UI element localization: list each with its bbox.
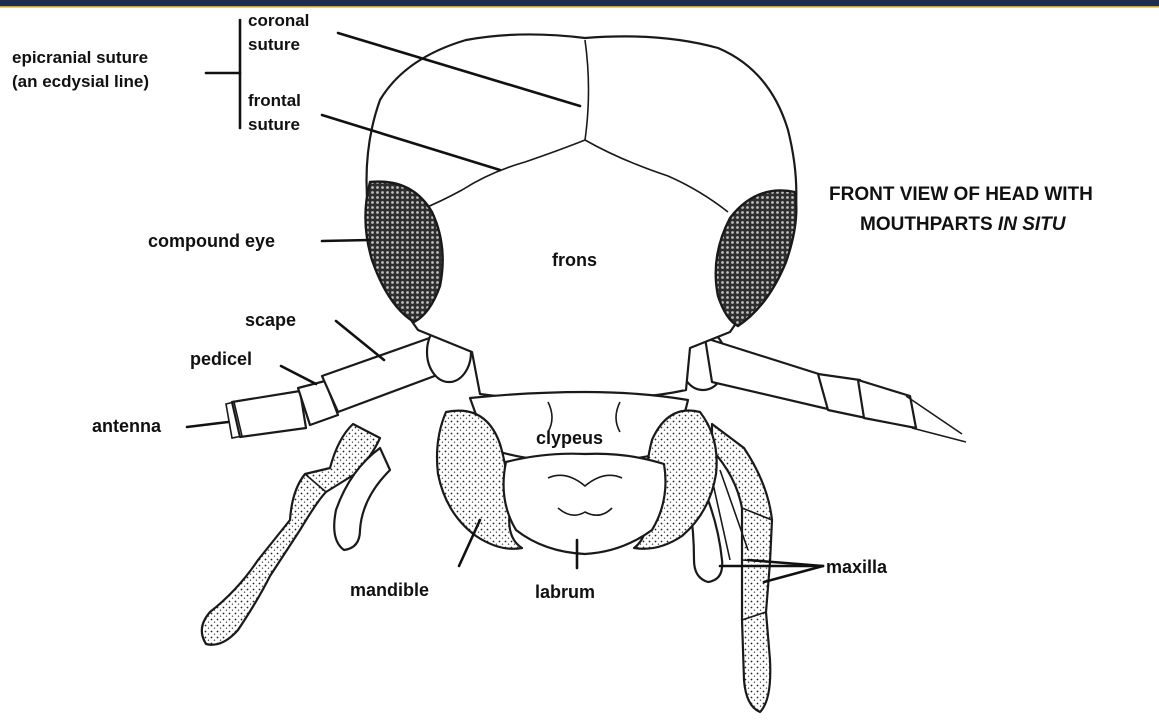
label-compound-eye: compound eye	[148, 231, 275, 251]
title-line2: MOUTHPARTS IN SITU	[860, 214, 1067, 235]
top-bar	[0, 0, 1159, 6]
label-frontal-line2: suture	[248, 115, 300, 134]
left-antenna	[226, 322, 471, 438]
label-scape: scape	[245, 310, 296, 330]
label-labrum: labrum	[535, 582, 595, 602]
label-frons: frons	[552, 250, 597, 270]
top-bar-accent	[0, 6, 1159, 8]
title-line1: FRONT VIEW OF HEAD WITH	[829, 184, 1093, 205]
label-maxilla: maxilla	[826, 557, 888, 577]
label-coronal-line2: suture	[248, 35, 300, 54]
label-coronal-line1: coronal	[248, 11, 309, 30]
label-clypeus: clypeus	[536, 428, 603, 448]
right-antenna	[680, 330, 966, 442]
label-mandible: mandible	[350, 580, 429, 600]
title-line2-prefix: MOUTHPARTS	[860, 214, 998, 235]
label-frontal-line1: frontal	[248, 91, 301, 110]
label-antenna: antenna	[92, 416, 162, 436]
title-line2-italic: IN SITU	[998, 214, 1067, 235]
left-maxillary-palp	[202, 424, 390, 645]
label-epicranial-line1: epicranial suture	[12, 48, 148, 67]
label-epicranial-line2: (an ecdysial line)	[12, 72, 149, 91]
label-pedicel: pedicel	[190, 349, 252, 369]
